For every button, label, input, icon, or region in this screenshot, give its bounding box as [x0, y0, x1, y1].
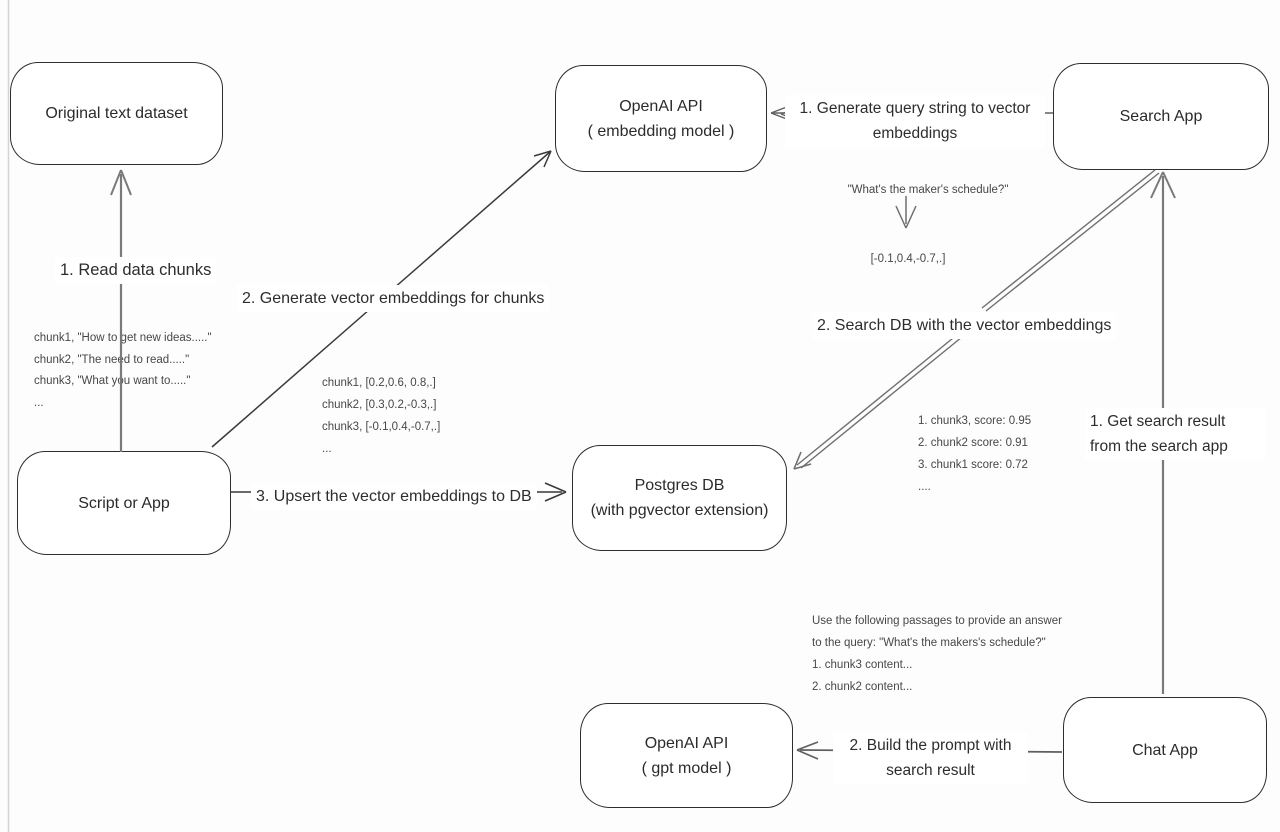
- edge-label-get-search-result: 1. Get search result from the search app: [1085, 408, 1265, 460]
- edge-label-line: from the search app: [1090, 438, 1228, 455]
- annotation-line: chunk2, [0.3,0.2,-0.3,.]: [322, 399, 437, 411]
- annotation-line: ....: [918, 481, 931, 493]
- edge-label-build-prompt: 2. Build the prompt with search result: [833, 732, 1028, 784]
- edge-label-upsert-embeddings: 3. Upsert the vector embeddings to DB: [251, 483, 537, 510]
- arrow-query-down: [895, 196, 917, 229]
- annotation-line: to the query: "What's the makers's sched…: [812, 637, 1046, 649]
- node-label: (with pgvector extension): [590, 502, 769, 519]
- annotation-line: chunk3, [-0.1,0.4,-0.7,.]: [322, 421, 441, 433]
- node-label: ( gpt model ): [641, 759, 732, 777]
- edge-label-line: 2. Build the prompt with: [849, 737, 1012, 754]
- node-label: ( embedding model ): [587, 122, 735, 140]
- annotation-line: chunk1, [0.2,0.6, 0.8,.]: [322, 377, 436, 389]
- annotation-query-text: "What's the maker's schedule?": [828, 180, 1028, 202]
- annotation-line: [-0.1,0.4,-0.7,.]: [870, 253, 946, 265]
- edge-label-read-data-chunks: 1. Read data chunks: [55, 257, 217, 284]
- annotation-line: 1. chunk3 content...: [812, 659, 913, 671]
- annotation-line: chunk2, "The need to read.....": [34, 353, 190, 366]
- annotation-line: 2. chunk2 content...: [812, 681, 913, 693]
- node-label: OpenAI API: [619, 97, 703, 115]
- node-search-app: Search App: [1053, 63, 1269, 170]
- node-chat-app: Chat App: [1063, 697, 1267, 803]
- node-script-or-app: Script or App: [17, 451, 231, 555]
- edge-label-line: search result: [886, 762, 975, 779]
- annotation-line: Use the following passages to provide an…: [812, 615, 1062, 627]
- annotation-line: 2. chunk2 score: 0.91: [918, 437, 1028, 449]
- node-label: Script or App: [78, 494, 170, 512]
- node-openai-api-gpt: OpenAI API ( gpt model ): [580, 703, 793, 808]
- annotation-line: chunk1, "How to get new ideas.....": [34, 332, 212, 344]
- node-openai-api-embedding: OpenAI API ( embedding model ): [555, 65, 767, 172]
- annotation-line: ...: [322, 443, 332, 455]
- annotation-line: 3. chunk1 score: 0.72: [918, 459, 1028, 471]
- annotation-line: ...: [34, 396, 44, 409]
- edge-label-line: 1. Get search result: [1090, 413, 1226, 430]
- annotation-vector-list: chunk1, [0.2,0.6, 0.8,.] chunk2, [0.3,0.…: [322, 372, 440, 460]
- arrow-search-db: [793, 169, 1160, 470]
- node-original-text-dataset: Original text dataset: [10, 62, 223, 165]
- node-label: Original text dataset: [45, 105, 188, 122]
- annotation-line: "What's the maker's schedule?": [847, 184, 1009, 196]
- node-label: Search App: [1119, 108, 1203, 125]
- edge-label-query-to-vector: 1. Generate query string to vector embed…: [785, 95, 1045, 147]
- node-label: Chat App: [1132, 741, 1198, 759]
- annotation-score-list: 1. chunk3, score: 0.95 2. chunk2 score: …: [918, 410, 1031, 498]
- annotation-chunk-list: chunk1, "How to get new ideas....." chun…: [34, 328, 212, 414]
- node-label: Postgres DB: [634, 477, 725, 494]
- edge-label-search-db: 2. Search DB with the vector embeddings: [812, 312, 1117, 339]
- node-label: OpenAI API: [644, 734, 729, 752]
- node-postgres-db: Postgres DB (with pgvector extension): [572, 445, 787, 551]
- edge-label-line: 1. Generate query string to vector: [799, 100, 1031, 117]
- annotation-query-vector: [-0.1,0.4,-0.7,.]: [828, 249, 988, 271]
- edge-label-generate-embeddings: 2. Generate vector embeddings for chunks: [237, 285, 550, 312]
- annotation-line: 1. chunk3, score: 0.95: [918, 415, 1032, 427]
- arrow-read-data-chunks: [110, 169, 132, 452]
- annotation-line: chunk3, "What you want to.....": [34, 375, 191, 387]
- annotation-prompt-text: Use the following passages to provide an…: [812, 610, 1062, 698]
- edge-label-line: embeddings: [872, 125, 958, 142]
